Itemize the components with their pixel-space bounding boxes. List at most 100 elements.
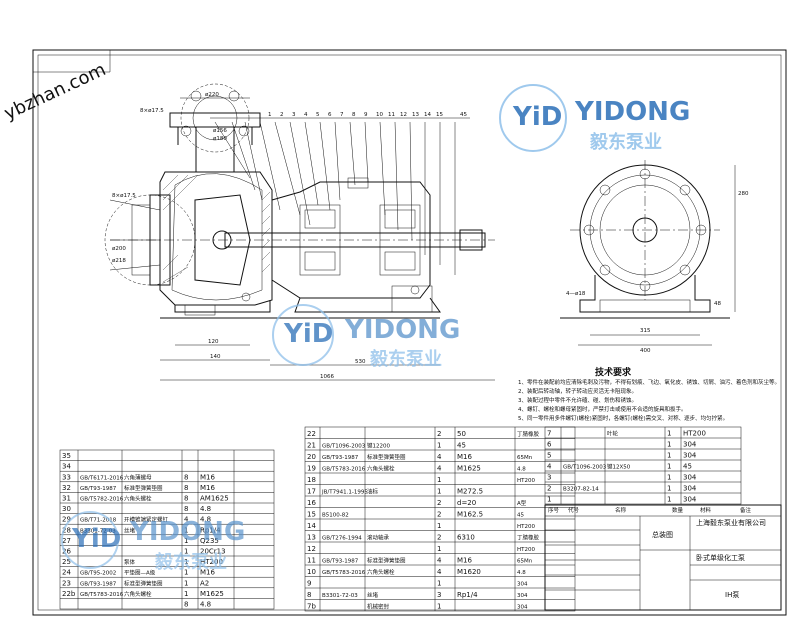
svg-text:4—ø18: 4—ø18 <box>566 291 586 297</box>
bom-right-header: 名称 <box>615 506 627 514</box>
bom-mid-cell-no: 8 <box>307 591 311 599</box>
bom-right-cell-qty: 1 <box>667 452 671 460</box>
bom-left-cell-name: 丝堵 <box>124 526 136 534</box>
bom-right-cell-no: 7 <box>547 430 551 438</box>
bom-mid-cell-qty: 4 <box>437 465 442 473</box>
svg-text:8: 8 <box>352 112 356 118</box>
svg-text:280: 280 <box>738 191 749 197</box>
bom-right-header: 代号 <box>568 506 580 514</box>
bom-mid-cell-code: GB/T276-1994 <box>322 536 362 542</box>
section-view <box>104 83 495 319</box>
bom-right-cell-qty: 1 <box>667 496 671 504</box>
bom-mid-cell-qty: 1 <box>437 580 441 588</box>
bom-mid-cell-no: 13 <box>307 534 316 542</box>
svg-text:技术要求: 技术要求 <box>595 366 632 378</box>
bom-mid-cell-note: 304 <box>517 593 528 599</box>
bom-right-cell-mat: 304 <box>683 496 697 504</box>
bom-mid-cell-note: 丁腈橡胶 <box>517 430 540 438</box>
bom-right-cell-qty: 1 <box>667 441 671 449</box>
bom-mid-cell-code: GB/T93-1987 <box>322 559 359 565</box>
bom-left-cell-mat: HT200 <box>200 558 223 566</box>
bom-mid-cell-no: 14 <box>307 522 316 530</box>
bom-mid-cell-no: 12 <box>307 545 316 553</box>
bom-mid-cell-qty: 4 <box>437 568 442 576</box>
bom-left-cell-name: 六角头螺栓 <box>124 495 152 503</box>
bom-right-cell-qty: 1 <box>667 474 671 482</box>
bom-left-cell-no: 22b <box>62 590 76 598</box>
svg-text:3、装配过程中零件不允许磕、碰、划伤和锈蚀。: 3、装配过程中零件不允许磕、碰、划伤和锈蚀。 <box>518 396 637 404</box>
bom-left-cell-no: 32 <box>62 484 71 492</box>
model-name: IH泵 <box>725 591 739 599</box>
bom-left-cell-qty: 4 <box>184 516 189 524</box>
bom-right-cell-no: 4 <box>547 463 552 471</box>
svg-text:YiD: YiD <box>512 102 562 132</box>
bom-left-cell-qty: 1 <box>184 526 188 534</box>
bom-mid-cell-no: 7b <box>307 603 316 611</box>
bom-right-header: 备注 <box>740 506 752 514</box>
bom-left-cell-qty: 8 <box>184 505 188 513</box>
bom-mid-cell-qty: 1 <box>437 442 441 450</box>
bom-left-cell-no: 23 <box>62 579 71 587</box>
bom-mid-cell-no: 11 <box>307 557 316 565</box>
bom-left-cell-mat: 20Cr13 <box>200 548 226 556</box>
bom-right-cell-mat: 304 <box>683 441 697 449</box>
bom-mid-cell-no: 16 <box>307 499 316 507</box>
bom-mid-cell-no: 21 <box>307 442 316 450</box>
svg-text:8×ø17.5: 8×ø17.5 <box>140 108 164 114</box>
bom-mid-cell-note: 304 <box>517 582 528 588</box>
svg-text:ø200: ø200 <box>112 246 126 252</box>
bom-right-header: 材料 <box>700 506 712 514</box>
bom-left-cell-qty: 8 <box>184 495 188 503</box>
bom-right-cell-qty: 1 <box>667 485 671 493</box>
leader-lines <box>109 117 470 275</box>
bom-left-cell-code: GB/T93-1987 <box>80 581 117 587</box>
bom-mid-cell-note: 丁腈橡胶 <box>517 534 540 542</box>
outer-frame <box>32 49 787 616</box>
bom-right-cell-no: 5 <box>547 452 551 460</box>
bom-left-cell-mat: M1625 <box>200 590 224 598</box>
bom-right-cell-code: B3207-82-14 <box>563 487 599 493</box>
bom-left-cell-mat: AM1625 <box>200 495 229 503</box>
svg-text:12: 12 <box>400 112 407 118</box>
end-view: 280 4—ø18 315 400 48 <box>560 160 749 354</box>
bom-left-cell-qty: 1 <box>184 537 188 545</box>
svg-text:1、零件在装配前均应清除毛刺及污物，不得有划痕、飞边、氧化皮: 1、零件在装配前均应清除毛刺及污物，不得有划痕、飞边、氧化皮、锈蚀、切屑、油污、… <box>518 378 780 386</box>
bom-left-cell-name: 平垫圈—A级 <box>124 569 156 577</box>
bom-right-cell-no: 6 <box>547 441 552 449</box>
brand-logo-bottom: YiD YIDONG 毅东泵业 <box>61 511 245 573</box>
bom-left-cell-name: 六角薄螺母 <box>124 473 152 481</box>
bom-left-cell-no: 28 <box>62 526 71 534</box>
svg-text:6: 6 <box>328 112 332 118</box>
svg-text:2、装配后转动轴，转子转动应灵活无卡阻现象。: 2、装配后转动轴，转子转动应灵活无卡阻现象。 <box>518 387 637 395</box>
bom-mid-cell-mat: d=20 <box>457 499 476 507</box>
svg-text:YiD: YiD <box>283 319 333 349</box>
bom-mid-cell-code: B5100-82 <box>322 513 349 519</box>
bom-left-cell-qty: 1 <box>184 548 188 556</box>
bom-left-cell-mat: M16 <box>200 569 215 577</box>
bom-left-cell-qty: 8 <box>184 484 188 492</box>
bom-left-cell-code: GB/T95-2002 <box>80 571 116 577</box>
svg-text:毅东泵业: 毅东泵业 <box>589 131 662 153</box>
svg-text:毅东泵业: 毅东泵业 <box>154 551 227 573</box>
bom-right-cell-mat: 304 <box>683 474 697 482</box>
svg-text:3: 3 <box>292 112 296 118</box>
bom-mid-cell-qty: 2 <box>437 499 441 507</box>
bom-left-cell-mat: M16 <box>200 473 215 481</box>
bom-left-cell-name: 开槽锥端紧定螺钉 <box>124 516 169 524</box>
bom-right-header: 数量 <box>672 506 684 514</box>
bom-left-cell-no: 35 <box>62 452 71 460</box>
bom-mid-cell-code: GB/T93-1987 <box>322 455 359 461</box>
bom-right-header: 序号 <box>548 506 560 514</box>
bom-mid-cell-no: 18 <box>307 476 316 484</box>
bom-mid-cell-qty: 2 <box>437 430 441 438</box>
bom-right-cell-qty: 1 <box>667 463 671 471</box>
svg-text:ø180: ø180 <box>213 136 227 142</box>
bom-mid-cell-no: 10 <box>307 568 316 576</box>
svg-text:4: 4 <box>304 112 308 118</box>
balloon-numbers: 1 2 3 4 5 6 7 8 9 10 11 12 13 14 15 45 <box>268 112 467 118</box>
brand-logo-top: YiD YIDONG 毅东泵业 <box>499 84 690 153</box>
bom-mid-cell-qty: 4 <box>437 557 442 565</box>
svg-text:530: 530 <box>355 359 366 365</box>
